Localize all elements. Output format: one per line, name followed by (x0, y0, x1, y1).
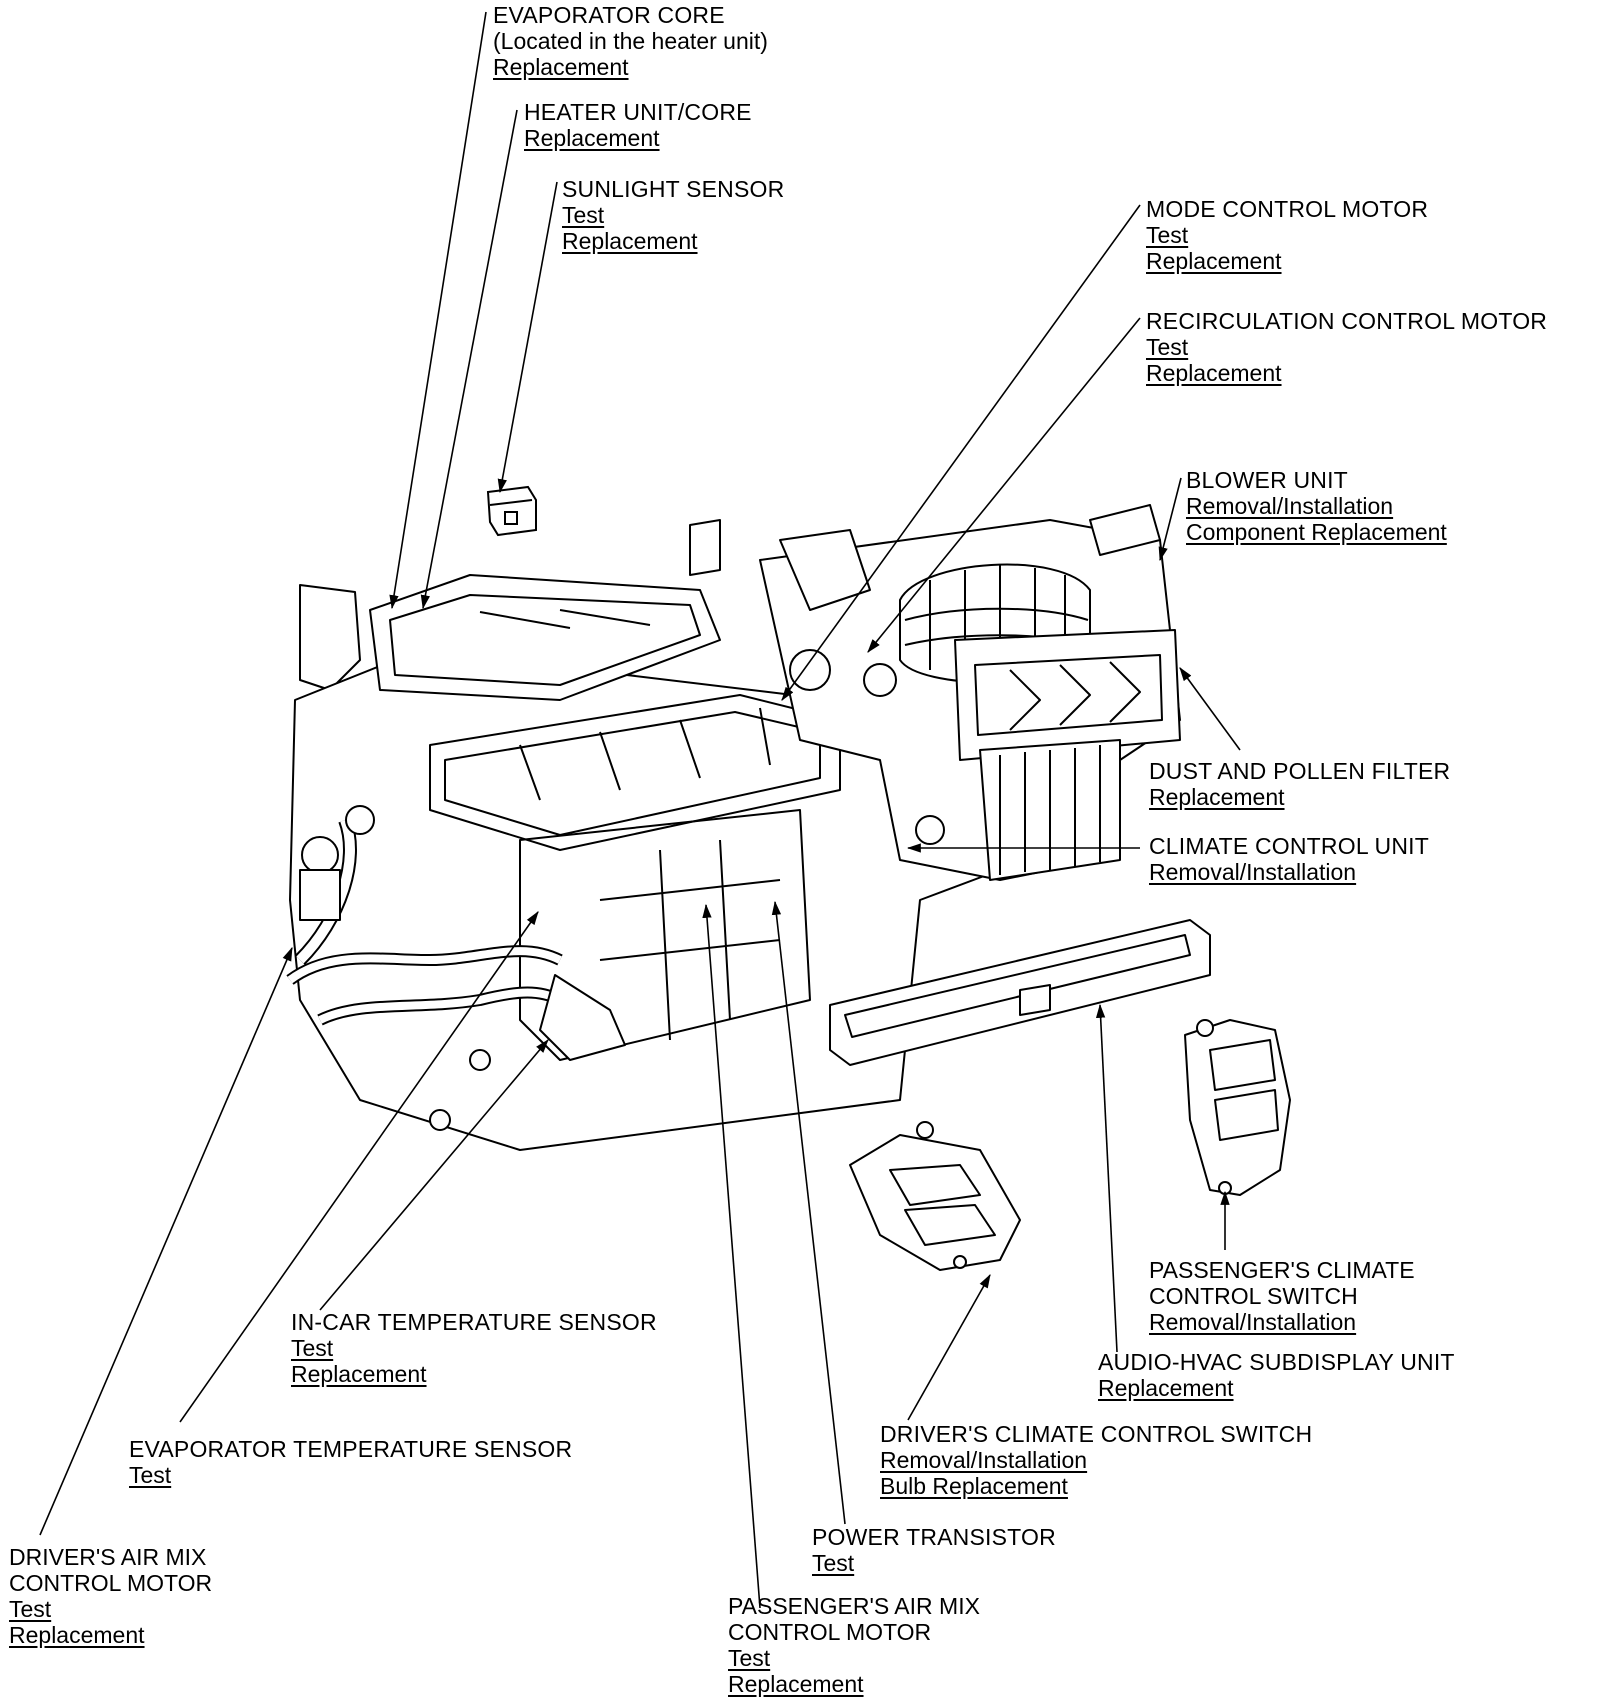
callout-driver-climate-switch: DRIVER'S CLIMATE CONTROL SWITCH Removal/… (880, 1421, 1312, 1499)
leader-mode-motor (781, 204, 1141, 701)
leader-driver-air-mix (39, 946, 293, 1536)
callout-sunlight-sensor: SUNLIGHT SENSOR Test Replacement (562, 176, 784, 254)
callout-title: PASSENGER'S CLIMATE (1149, 1257, 1415, 1283)
subdisplay-unit-part (829, 919, 1211, 1066)
heater-unit-replacement-link[interactable]: Replacement (524, 125, 660, 151)
callout-power-transistor: POWER TRANSISTOR Test (812, 1524, 1056, 1576)
leader-evap-temp-sensor (179, 911, 539, 1423)
callout-title: CONTROL MOTOR (9, 1570, 213, 1596)
leader-in-car-sensor (319, 1039, 549, 1311)
climate-control-unit-removal-link[interactable]: Removal/Installation (1149, 859, 1357, 885)
leader-heater-unit (420, 109, 518, 610)
callout-title: DRIVER'S AIR MIX (9, 1544, 207, 1570)
heater-unit-housing (286, 574, 1001, 1151)
callout-title: EVAPORATOR TEMPERATURE SENSOR (129, 1436, 573, 1462)
passenger-air-mix-replacement-link[interactable]: Replacement (728, 1671, 864, 1697)
leader-recirc-motor (867, 317, 1141, 653)
leader-driver-switch (907, 1273, 991, 1421)
callout-note: (Located in the heater unit) (493, 28, 768, 54)
blower-unit-housing (689, 504, 1181, 881)
in-car-sensor-test-link[interactable]: Test (291, 1335, 334, 1361)
driver-air-mix-replacement-link[interactable]: Replacement (9, 1622, 145, 1648)
callout-title: MODE CONTROL MOTOR (1146, 196, 1429, 222)
mode-motor-replacement-link[interactable]: Replacement (1146, 248, 1282, 274)
callout-title: CONTROL SWITCH (1149, 1283, 1358, 1309)
callout-title: HEATER UNIT/CORE (524, 99, 752, 125)
recirc-motor-test-link[interactable]: Test (1146, 334, 1189, 360)
leader-passenger-air-mix (702, 903, 761, 1609)
leader-dust-filter (1179, 667, 1241, 751)
callout-title: CLIMATE CONTROL UNIT (1149, 833, 1430, 859)
driver-air-mix-test-link[interactable]: Test (9, 1596, 52, 1622)
callout-title: CONTROL MOTOR (728, 1619, 932, 1645)
callout-mode-control-motor: MODE CONTROL MOTOR Test Replacement (1146, 196, 1428, 274)
callout-recirculation-control-motor: RECIRCULATION CONTROL MOTOR Test Replace… (1146, 308, 1547, 386)
callout-passenger-air-mix-motor: PASSENGER'S AIR MIX CONTROL MOTOR Test R… (728, 1593, 980, 1697)
leader-lines (39, 11, 1241, 1609)
evap-temp-sensor-test-link[interactable]: Test (129, 1462, 172, 1488)
callout-title: DRIVER'S CLIMATE CONTROL SWITCH (880, 1421, 1313, 1447)
callout-audio-hvac-subdisplay: AUDIO-HVAC SUBDISPLAY UNIT Replacement (1098, 1349, 1455, 1401)
driver-climate-switch-part (849, 1121, 1021, 1271)
callout-title: POWER TRANSISTOR (812, 1524, 1056, 1550)
callout-title: BLOWER UNIT (1186, 467, 1348, 493)
leader-sunlight-sensor (497, 181, 558, 494)
callout-dust-pollen-filter: DUST AND POLLEN FILTER Replacement (1149, 758, 1450, 810)
blower-unit-component-replacement-link[interactable]: Component Replacement (1186, 519, 1447, 545)
callout-passenger-climate-switch: PASSENGER'S CLIMATE CONTROL SWITCH Remov… (1149, 1257, 1415, 1335)
callout-title: PASSENGER'S AIR MIX (728, 1593, 980, 1619)
subdisplay-replacement-link[interactable]: Replacement (1098, 1375, 1234, 1401)
sunlight-sensor-test-link[interactable]: Test (562, 202, 605, 228)
leader-blower-unit (1158, 477, 1182, 562)
passenger-climate-switch-part (1184, 1019, 1291, 1196)
callout-title: RECIRCULATION CONTROL MOTOR (1146, 308, 1548, 334)
blower-unit-removal-link[interactable]: Removal/Installation (1186, 493, 1394, 519)
callout-evaporator-temp-sensor: EVAPORATOR TEMPERATURE SENSOR Test (129, 1436, 572, 1488)
callout-heater-unit: HEATER UNIT/CORE Replacement (524, 99, 752, 151)
driver-switch-removal-link[interactable]: Removal/Installation (880, 1447, 1088, 1473)
callout-blower-unit: BLOWER UNIT Removal/Installation Compone… (1186, 467, 1447, 545)
callout-climate-control-unit: CLIMATE CONTROL UNIT Removal/Installatio… (1149, 833, 1429, 885)
callout-title: AUDIO-HVAC SUBDISPLAY UNIT (1098, 1349, 1455, 1375)
callout-title: SUNLIGHT SENSOR (562, 176, 785, 202)
leader-power-transistor (771, 900, 846, 1525)
sunlight-sensor-replacement-link[interactable]: Replacement (562, 228, 698, 254)
in-car-sensor-replacement-link[interactable]: Replacement (291, 1361, 427, 1387)
dust-filter-replacement-link[interactable]: Replacement (1149, 784, 1285, 810)
passenger-switch-removal-link[interactable]: Removal/Installation (1149, 1309, 1357, 1335)
recirc-motor-replacement-link[interactable]: Replacement (1146, 360, 1282, 386)
power-transistor-test-link[interactable]: Test (812, 1550, 855, 1576)
callout-title: IN-CAR TEMPERATURE SENSOR (291, 1309, 657, 1335)
sunlight-sensor-part (486, 485, 537, 537)
passenger-air-mix-test-link[interactable]: Test (728, 1645, 771, 1671)
callout-in-car-temp-sensor: IN-CAR TEMPERATURE SENSOR Test Replaceme… (291, 1309, 657, 1387)
driver-switch-bulb-replacement-link[interactable]: Bulb Replacement (880, 1473, 1068, 1499)
mode-motor-test-link[interactable]: Test (1146, 222, 1189, 248)
leader-evaporator-core (389, 11, 487, 610)
callout-driver-air-mix-motor: DRIVER'S AIR MIX CONTROL MOTOR Test Repl… (9, 1544, 212, 1648)
callout-title: DUST AND POLLEN FILTER (1149, 758, 1451, 784)
callout-title: EVAPORATOR CORE (493, 2, 725, 28)
evaporator-core-replacement-link[interactable]: Replacement (493, 54, 629, 80)
leader-subdisplay (1095, 1003, 1118, 1353)
callout-evaporator-core: EVAPORATOR CORE (Located in the heater u… (493, 2, 768, 80)
